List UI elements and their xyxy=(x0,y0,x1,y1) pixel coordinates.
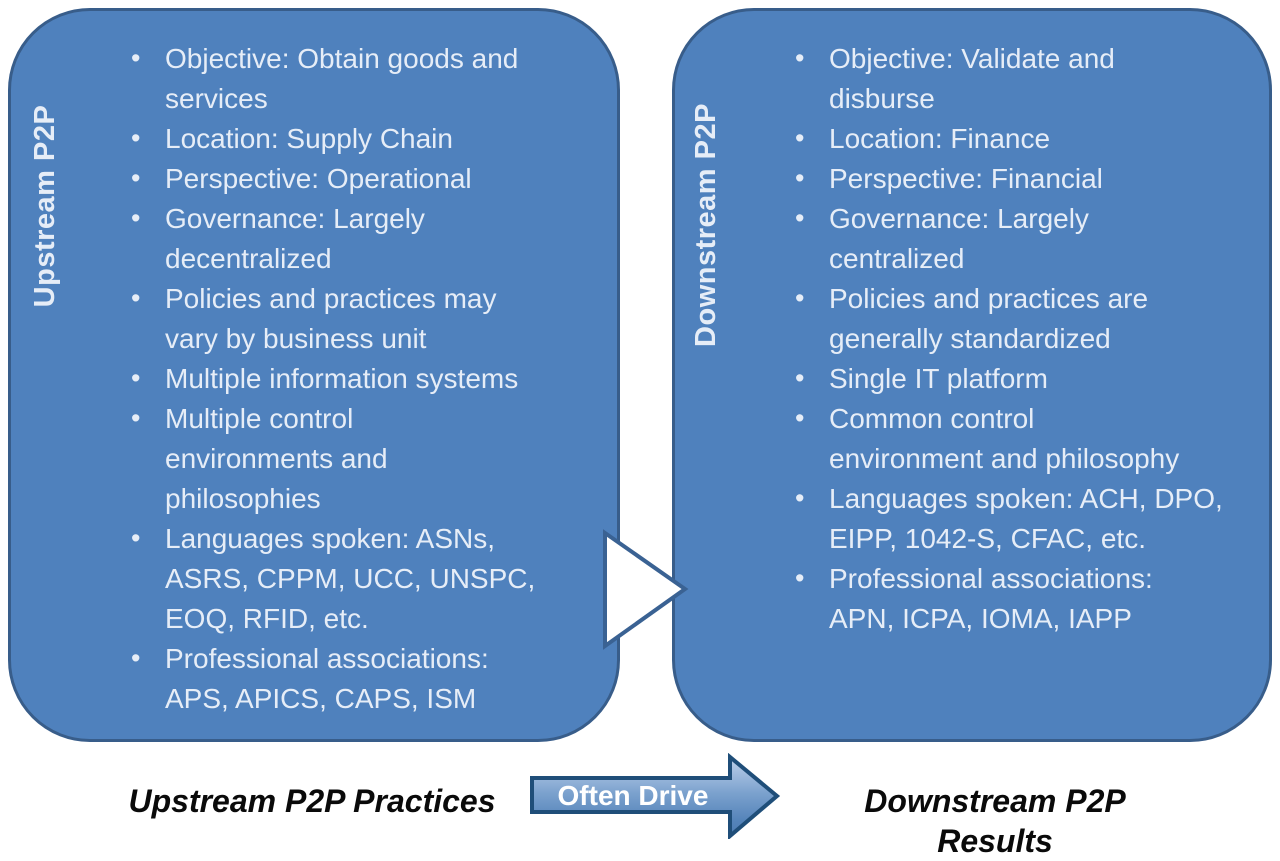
connector-triangle-icon xyxy=(603,529,689,650)
bullet-item: Governance: Largely decentralized xyxy=(123,198,593,279)
upstream-bullet-list: Objective: Obtain goods and servicesLoca… xyxy=(123,38,593,719)
bullet-item: Multiple control environments and philos… xyxy=(123,398,593,519)
bullet-item: Professional associations: APN, ICPA, IO… xyxy=(787,558,1257,639)
bullet-item: Perspective: Operational xyxy=(123,158,593,199)
often-drive-arrow-icon xyxy=(530,753,781,839)
bullet-item: Languages spoken: ASNs, ASRS, CPPM, UCC,… xyxy=(123,518,593,639)
bullet-item: Single IT platform xyxy=(787,358,1257,399)
bullet-item: Governance: Largely centralized xyxy=(787,198,1257,279)
upstream-panel-title: Upstream P2P xyxy=(29,104,61,308)
bullet-item: Perspective: Financial xyxy=(787,158,1257,199)
bullet-item: Location: Finance xyxy=(787,118,1257,159)
bullet-item: Objective: Validate and disburse xyxy=(787,38,1257,119)
downstream-bullet-list: Objective: Validate and disburseLocation… xyxy=(787,38,1257,639)
upstream-panel: Upstream P2P Objective: Obtain goods and… xyxy=(8,8,620,742)
downstream-caption: Downstream P2P Results xyxy=(864,783,1126,859)
downstream-panel: Downstream P2P Objective: Validate and d… xyxy=(672,8,1272,742)
bullet-item: Location: Supply Chain xyxy=(123,118,593,159)
often-drive-label: Often Drive xyxy=(557,780,709,811)
bullet-item: Common control environment and philosoph… xyxy=(787,398,1257,479)
bullet-item: Policies and practices may vary by busin… xyxy=(123,278,593,359)
bullet-item: Objective: Obtain goods and services xyxy=(123,38,593,119)
downstream-panel-title: Downstream P2P xyxy=(690,103,722,347)
bullet-item: Policies and practices are generally sta… xyxy=(787,278,1257,359)
bullet-item: Professional associations: APS, APICS, C… xyxy=(123,638,593,719)
upstream-caption: Upstream P2P Practices xyxy=(128,783,496,819)
bullet-item: Multiple information systems xyxy=(123,358,593,399)
bullet-item: Languages spoken: ACH, DPO, EIPP, 1042-S… xyxy=(787,478,1257,559)
slide: Upstream P2P Objective: Obtain goods and… xyxy=(0,0,1280,840)
